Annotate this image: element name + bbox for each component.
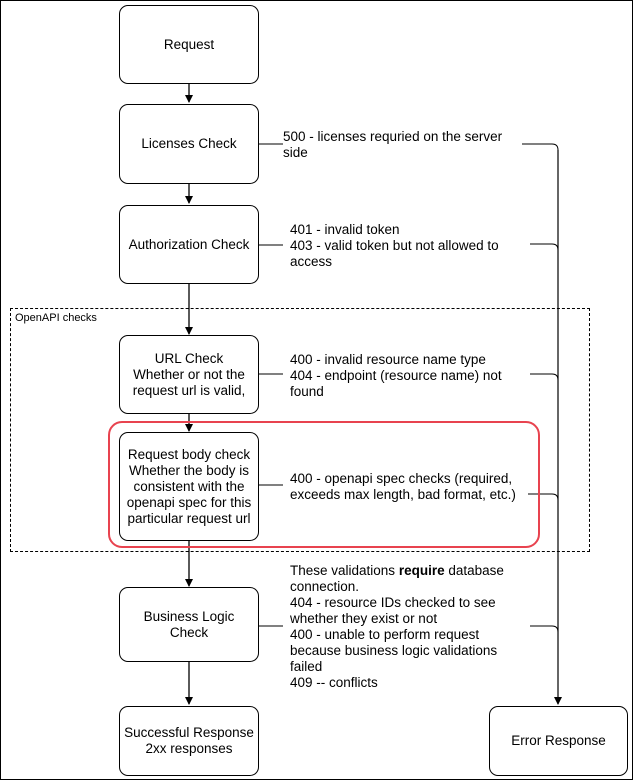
body-check-highlight [108, 421, 540, 548]
url-note: 400 - invalid resource name type 404 - e… [290, 352, 502, 399]
business-note-intro: These validations [290, 563, 399, 578]
licenses-check-box: Licenses Check [119, 104, 259, 184]
request-body-check-box: Request body check Whether the body is c… [119, 432, 259, 541]
business-note-bold: require [398, 563, 445, 578]
url-check-box: URL Check Whether or not the request url… [119, 335, 259, 414]
request-box: Request [119, 5, 259, 84]
business-logic-check-box: Business Logic Check [119, 587, 259, 662]
openapi-group [10, 308, 590, 552]
openapi-group-label: OpenAPI checks [15, 312, 97, 324]
authorization-check-box: Authorization Check [119, 205, 259, 284]
licenses-note: 500 - licenses requried on the server si… [283, 129, 503, 160]
successful-response-box: Successful Response 2xx responses [119, 706, 259, 776]
business-note-details: database connection. 404 - resource IDs … [290, 563, 504, 690]
authorization-note: 401 - invalid token 403 - valid token bu… [290, 222, 499, 269]
error-path-authorization [530, 243, 559, 251]
error-response-box: Error Response [489, 706, 628, 776]
error-path-business [530, 625, 559, 633]
error-path-licenses [522, 143, 559, 151]
business-note: These validations require database conne… [290, 563, 530, 691]
body-note: 400 - openapi spec checks (required, exc… [290, 471, 516, 502]
